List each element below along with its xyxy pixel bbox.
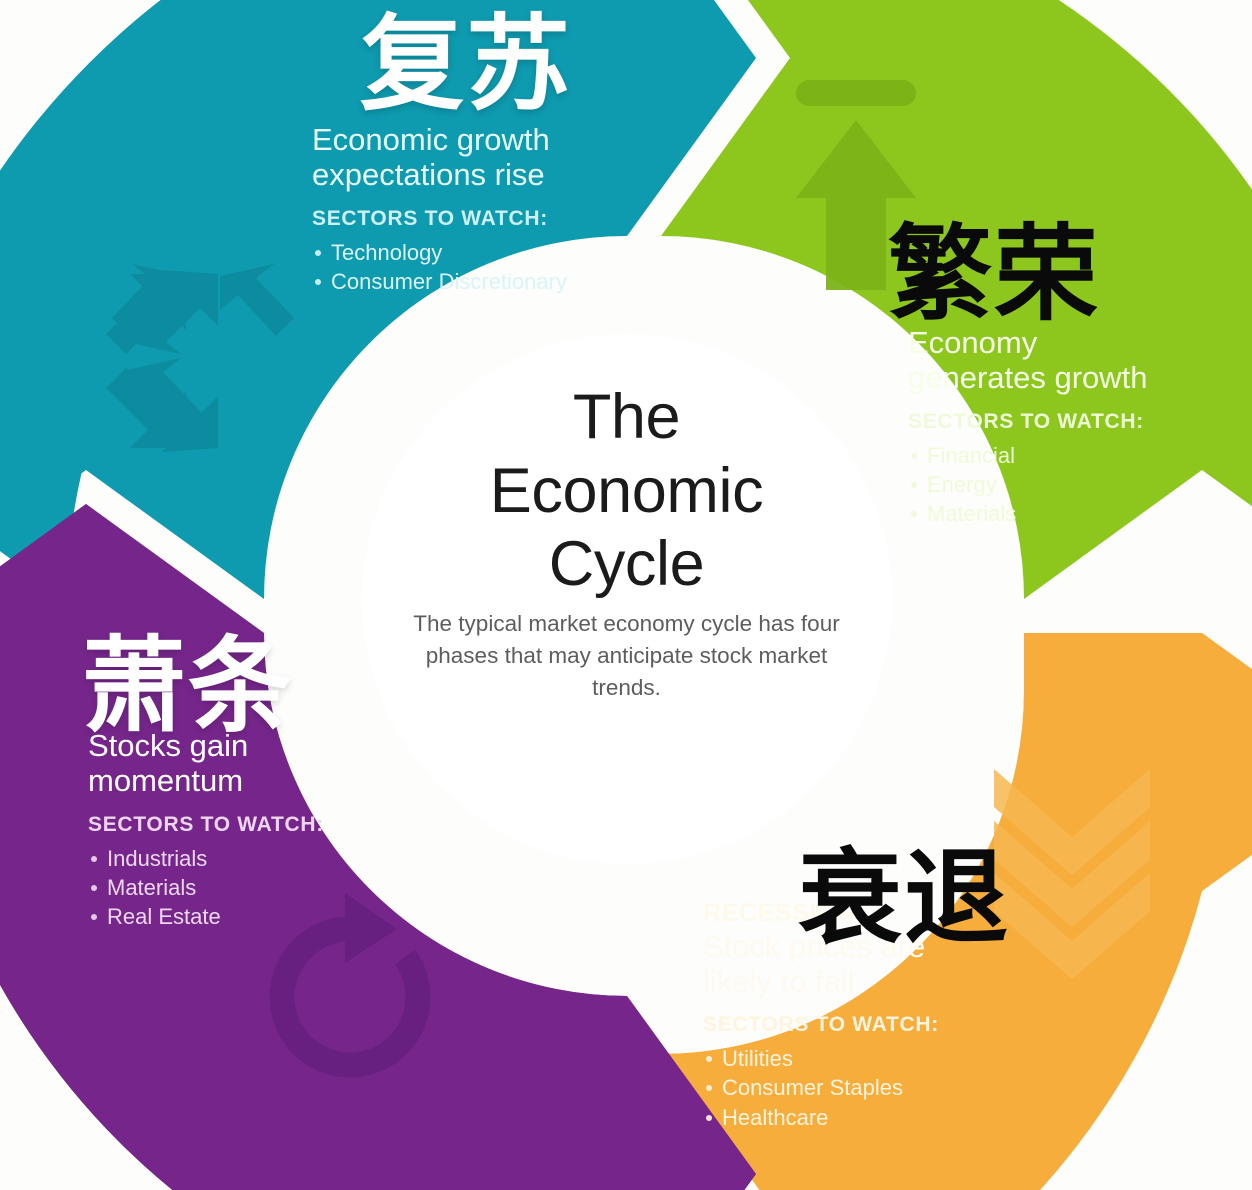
- cn-label-peak: 繁荣: [888, 213, 1101, 335]
- cn-label-recession: 衰退: [798, 837, 1011, 959]
- sectors-label-trough: SECTORS TO WATCH:: [88, 812, 324, 836]
- sectors-label-recovery: SECTORS TO WATCH:: [312, 206, 548, 230]
- sectors-list-trough: Industrials Materials Real Estate: [88, 844, 488, 932]
- circular-refresh-arrow-icon: [269, 893, 431, 1078]
- sectors-label-peak: SECTORS TO WATCH:: [908, 409, 1144, 433]
- phase-description-recession: Stock prices are likely to fall: [703, 928, 926, 999]
- phase-panel-peak: Economy generates growth SECTORS TO WATC…: [908, 325, 1252, 528]
- phase-description-recovery: Economic growth expectations rise: [312, 122, 550, 193]
- sectors-list-recovery: Technology Consumer Discretionary: [312, 238, 742, 297]
- list-item: Technology: [312, 238, 742, 267]
- phase-description-trough: Stocks gain momentum: [88, 728, 249, 799]
- list-item: Consumer Staples: [703, 1073, 1123, 1102]
- phase-panel-recovery: Economic growth expectations rise SECTOR…: [312, 122, 742, 296]
- list-item: Real Estate: [88, 902, 488, 931]
- quadrant-trough-fill: [0, 504, 756, 1190]
- list-item: Materials: [908, 499, 1252, 528]
- phase-title-recession: RECESSION: [703, 899, 856, 927]
- list-item: Energy: [908, 470, 1252, 499]
- four-arrows-expand-icon: [106, 264, 294, 452]
- quadrant-recession-body: [661, 633, 1252, 1190]
- list-item: Materials: [88, 873, 488, 902]
- phase-panel-trough: Stocks gain momentum SECTORS TO WATCH: I…: [88, 728, 488, 931]
- sectors-list-peak: Financial Energy Materials: [908, 441, 1252, 529]
- hub-circle: [362, 334, 892, 864]
- sectors-list-recession: Utilities Consumer Staples Healthcare: [703, 1044, 1123, 1132]
- list-item: Consumer Discretionary: [312, 267, 742, 296]
- triple-chevron-down-icon: [994, 769, 1150, 979]
- list-item: Utilities: [703, 1044, 1123, 1073]
- hub-content: The Economic Cycle The typical market ec…: [364, 336, 889, 861]
- sectors-label-recession: SECTORS TO WATCH:: [703, 1013, 939, 1037]
- phase-panel-recession: RECESSION Stock prices are likely to fal…: [703, 900, 1123, 1132]
- list-item: Healthcare: [703, 1103, 1123, 1132]
- list-item: Industrials: [88, 844, 488, 873]
- quadrant-peak: [661, 0, 1252, 599]
- hub-subtitle: The typical market economy cycle has fou…: [413, 611, 840, 701]
- arrow-up-to-line-icon: [796, 80, 916, 290]
- list-item: Financial: [908, 441, 1252, 470]
- phase-description-peak: Economy generates growth: [908, 325, 1148, 396]
- cn-label-recovery: 复苏: [360, 3, 573, 125]
- cn-label-trough: 萧条: [82, 625, 295, 747]
- page-title: The Economic Cycle: [489, 382, 764, 600]
